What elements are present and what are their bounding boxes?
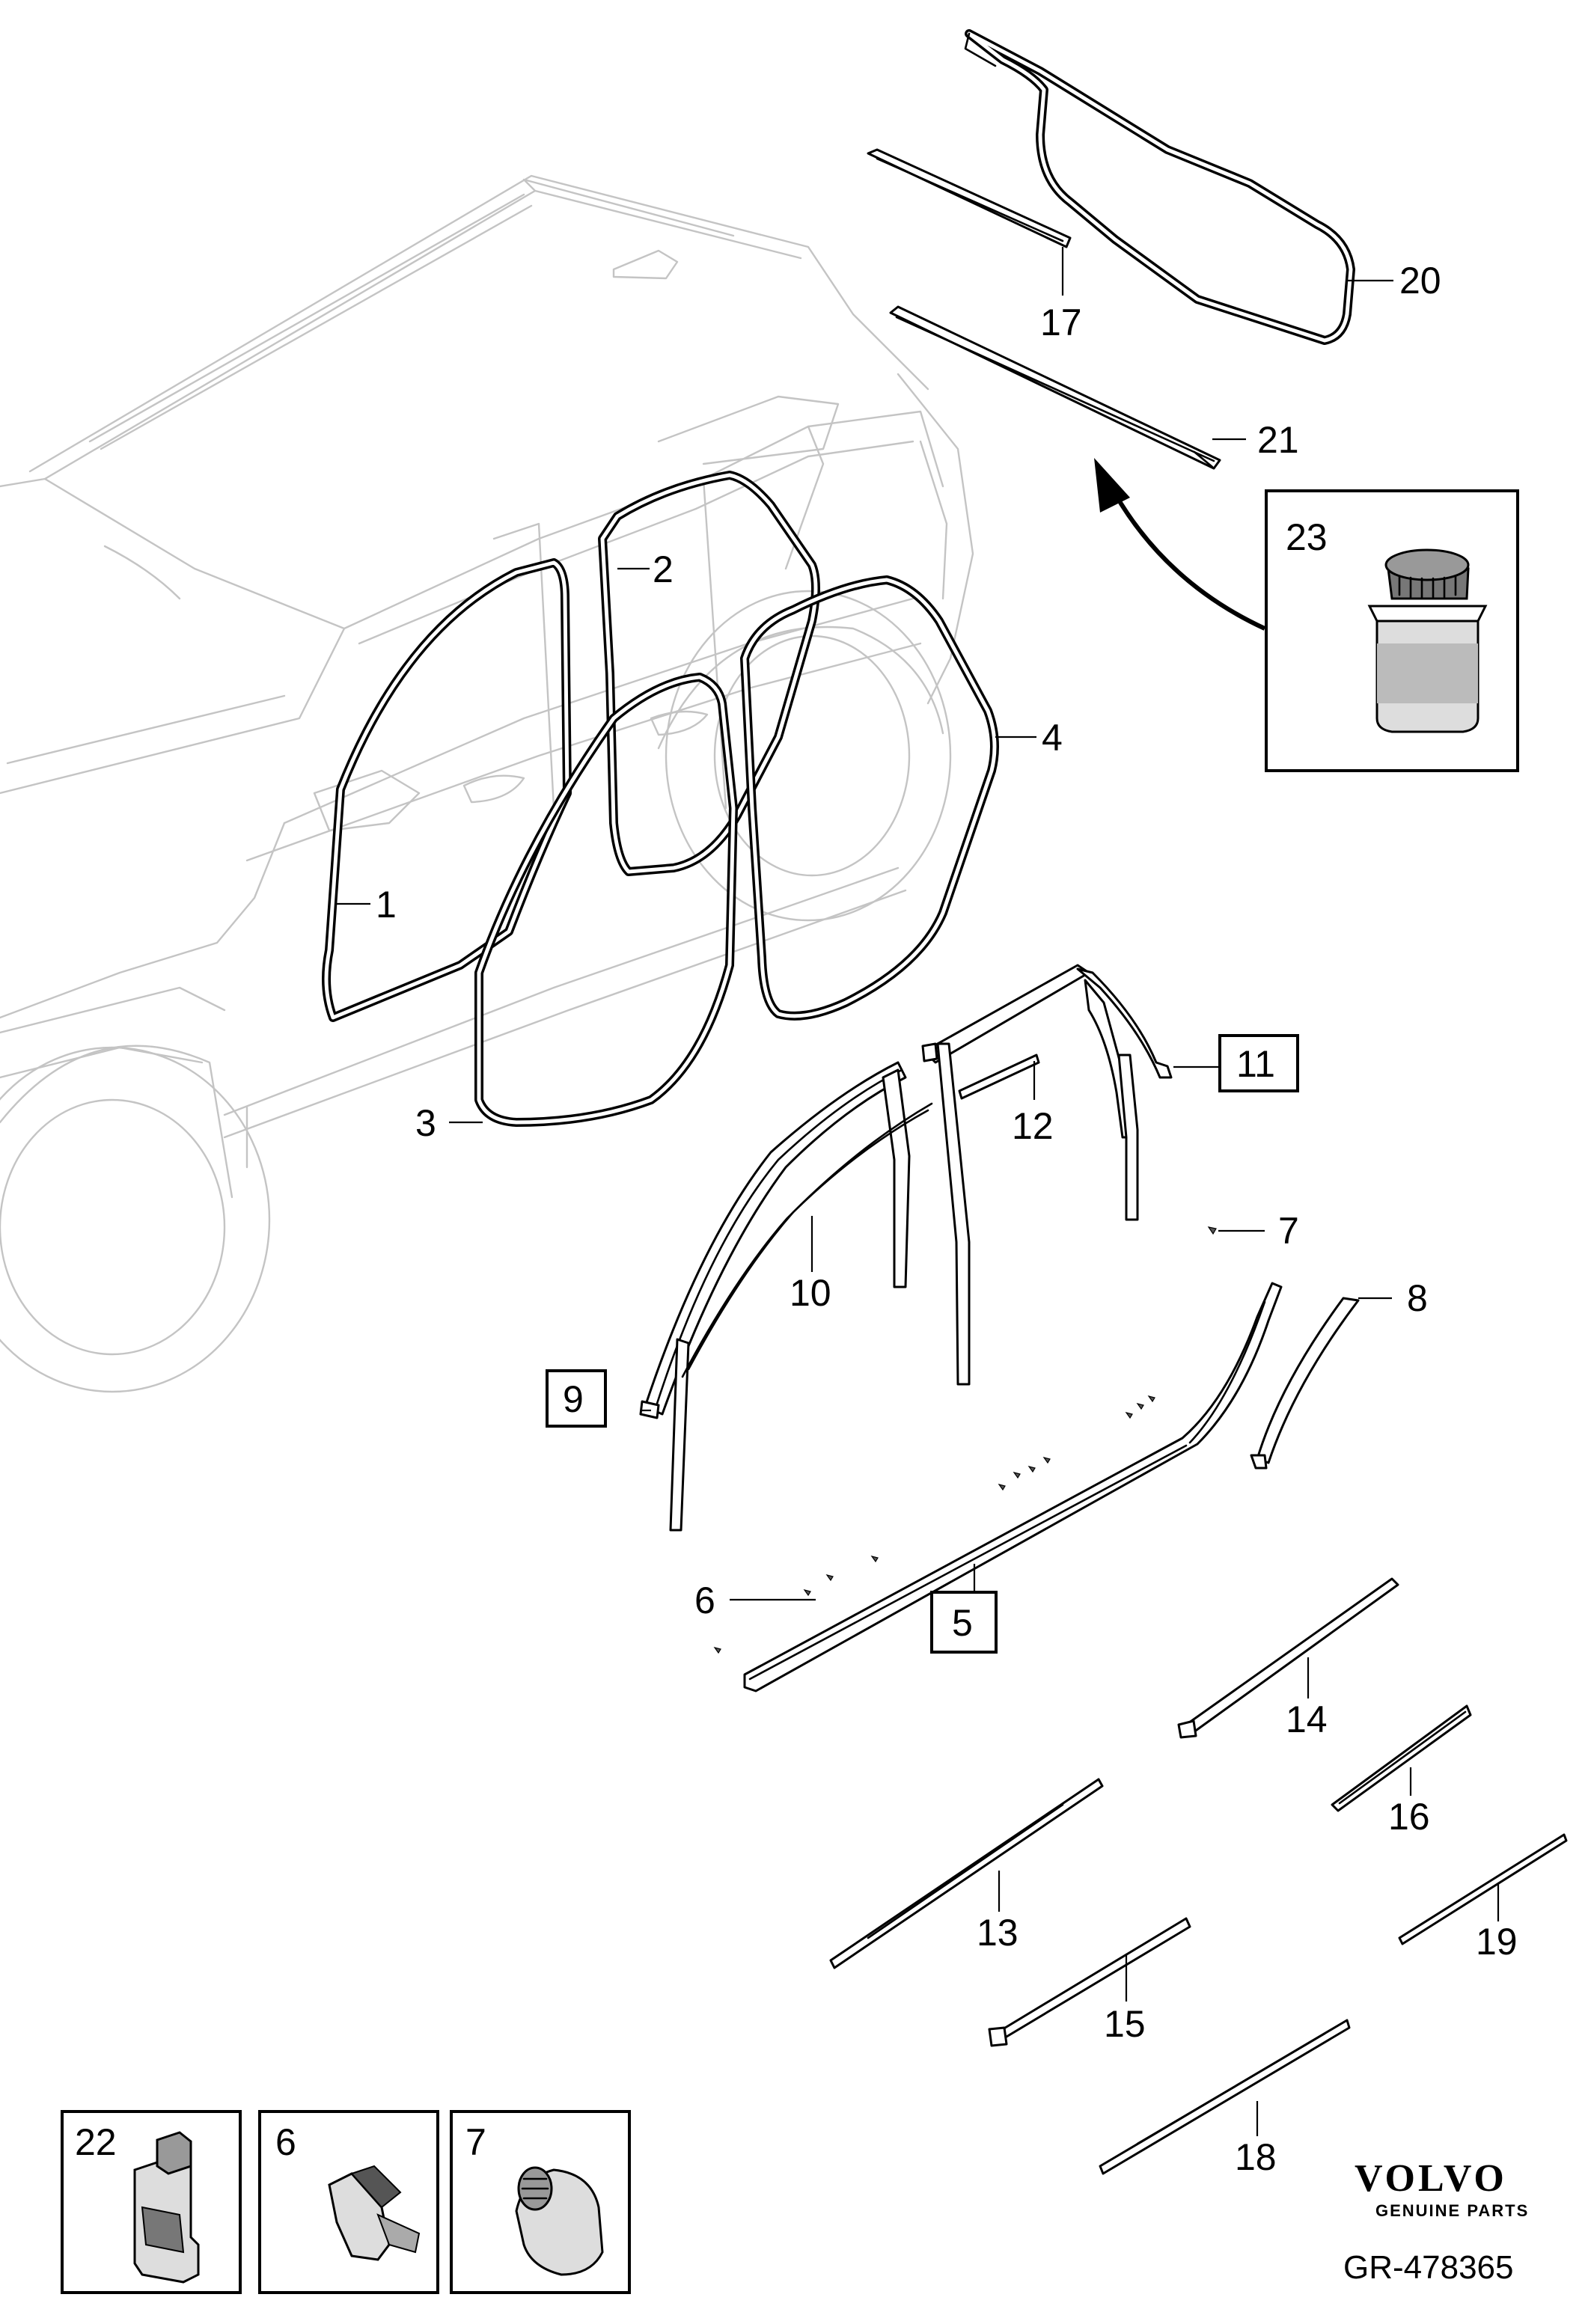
boxed-callout-9: 9	[546, 1369, 607, 1428]
callout-13: 13	[977, 1912, 1019, 1954]
inset-label-6: 6	[275, 2121, 296, 2163]
svg-text:11: 11	[1236, 1043, 1275, 1085]
callout-20: 20	[1399, 260, 1441, 302]
inset-label-7: 7	[465, 2121, 486, 2163]
strip-15	[988, 1917, 1191, 2047]
clip-6-icon	[328, 2165, 421, 2261]
callout-3: 3	[415, 1102, 436, 1144]
sill-moulding-5	[743, 1282, 1283, 1692]
callout-14: 14	[1286, 1698, 1328, 1740]
volvo-logo: VOLVO	[1355, 2157, 1507, 2200]
vehicle-outline	[0, 174, 974, 1393]
clip-7	[1207, 1226, 1217, 1235]
callout-18: 18	[1235, 2136, 1277, 2178]
tailgate-seal-20	[964, 29, 1355, 345]
inset-box-6	[258, 2110, 439, 2294]
strip-18	[1099, 2019, 1351, 2175]
callout-2: 2	[653, 548, 674, 590]
strip-21	[889, 305, 1221, 470]
svg-text:9: 9	[563, 1378, 584, 1420]
callout-16: 16	[1388, 1796, 1430, 1838]
door-frame-12	[958, 1054, 1040, 1100]
door-seal-1	[322, 558, 572, 1022]
door-seal-4	[740, 575, 999, 1021]
part-23-box	[1265, 489, 1519, 772]
door-seal-3	[474, 673, 738, 1127]
genuine-parts-tagline: GENUINE PARTS	[1375, 2201, 1529, 2220]
strip-16	[1331, 1704, 1472, 1812]
leader-lines	[337, 247, 1500, 2136]
door-frame-9	[639, 1061, 911, 1532]
moulding-8	[1250, 1297, 1360, 1470]
callout-12: 12	[1012, 1105, 1054, 1147]
callout-8: 8	[1407, 1277, 1428, 1319]
boxed-callout-11: 11	[1218, 1034, 1299, 1092]
door-seal-2	[598, 471, 820, 876]
inset-box-7	[450, 2110, 631, 2294]
clip-7-icon	[515, 2166, 604, 2276]
callout-6: 6	[694, 1580, 715, 1621]
svg-text:5: 5	[952, 1602, 973, 1644]
callout-23: 23	[1286, 516, 1328, 558]
callout-1: 1	[376, 884, 397, 926]
callout-7: 7	[1278, 1210, 1299, 1252]
boxed-callout-5: 5	[930, 1591, 998, 1654]
inset-box-22	[61, 2110, 242, 2294]
bottle-icon	[1367, 548, 1488, 733]
door-frame-11	[921, 964, 1173, 1386]
reference-code: GR-478365	[1343, 2249, 1513, 2286]
clip-22-icon	[133, 2131, 200, 2284]
strip-19	[1398, 1833, 1568, 1945]
callout-15: 15	[1104, 2003, 1146, 2045]
inset-label-22: 22	[75, 2121, 117, 2163]
callout-4: 4	[1042, 717, 1063, 759]
clips-6	[713, 1395, 1155, 1654]
pointer-arrow	[1094, 458, 1266, 631]
callout-17: 17	[1040, 302, 1082, 343]
callout-19: 19	[1476, 1921, 1518, 1963]
callout-21: 21	[1257, 419, 1299, 461]
strip-14	[1177, 1577, 1399, 1739]
door-frame-10	[681, 1102, 933, 1378]
callout-10: 10	[790, 1272, 831, 1314]
strip-17	[867, 148, 1072, 248]
strip-13	[829, 1778, 1104, 1969]
